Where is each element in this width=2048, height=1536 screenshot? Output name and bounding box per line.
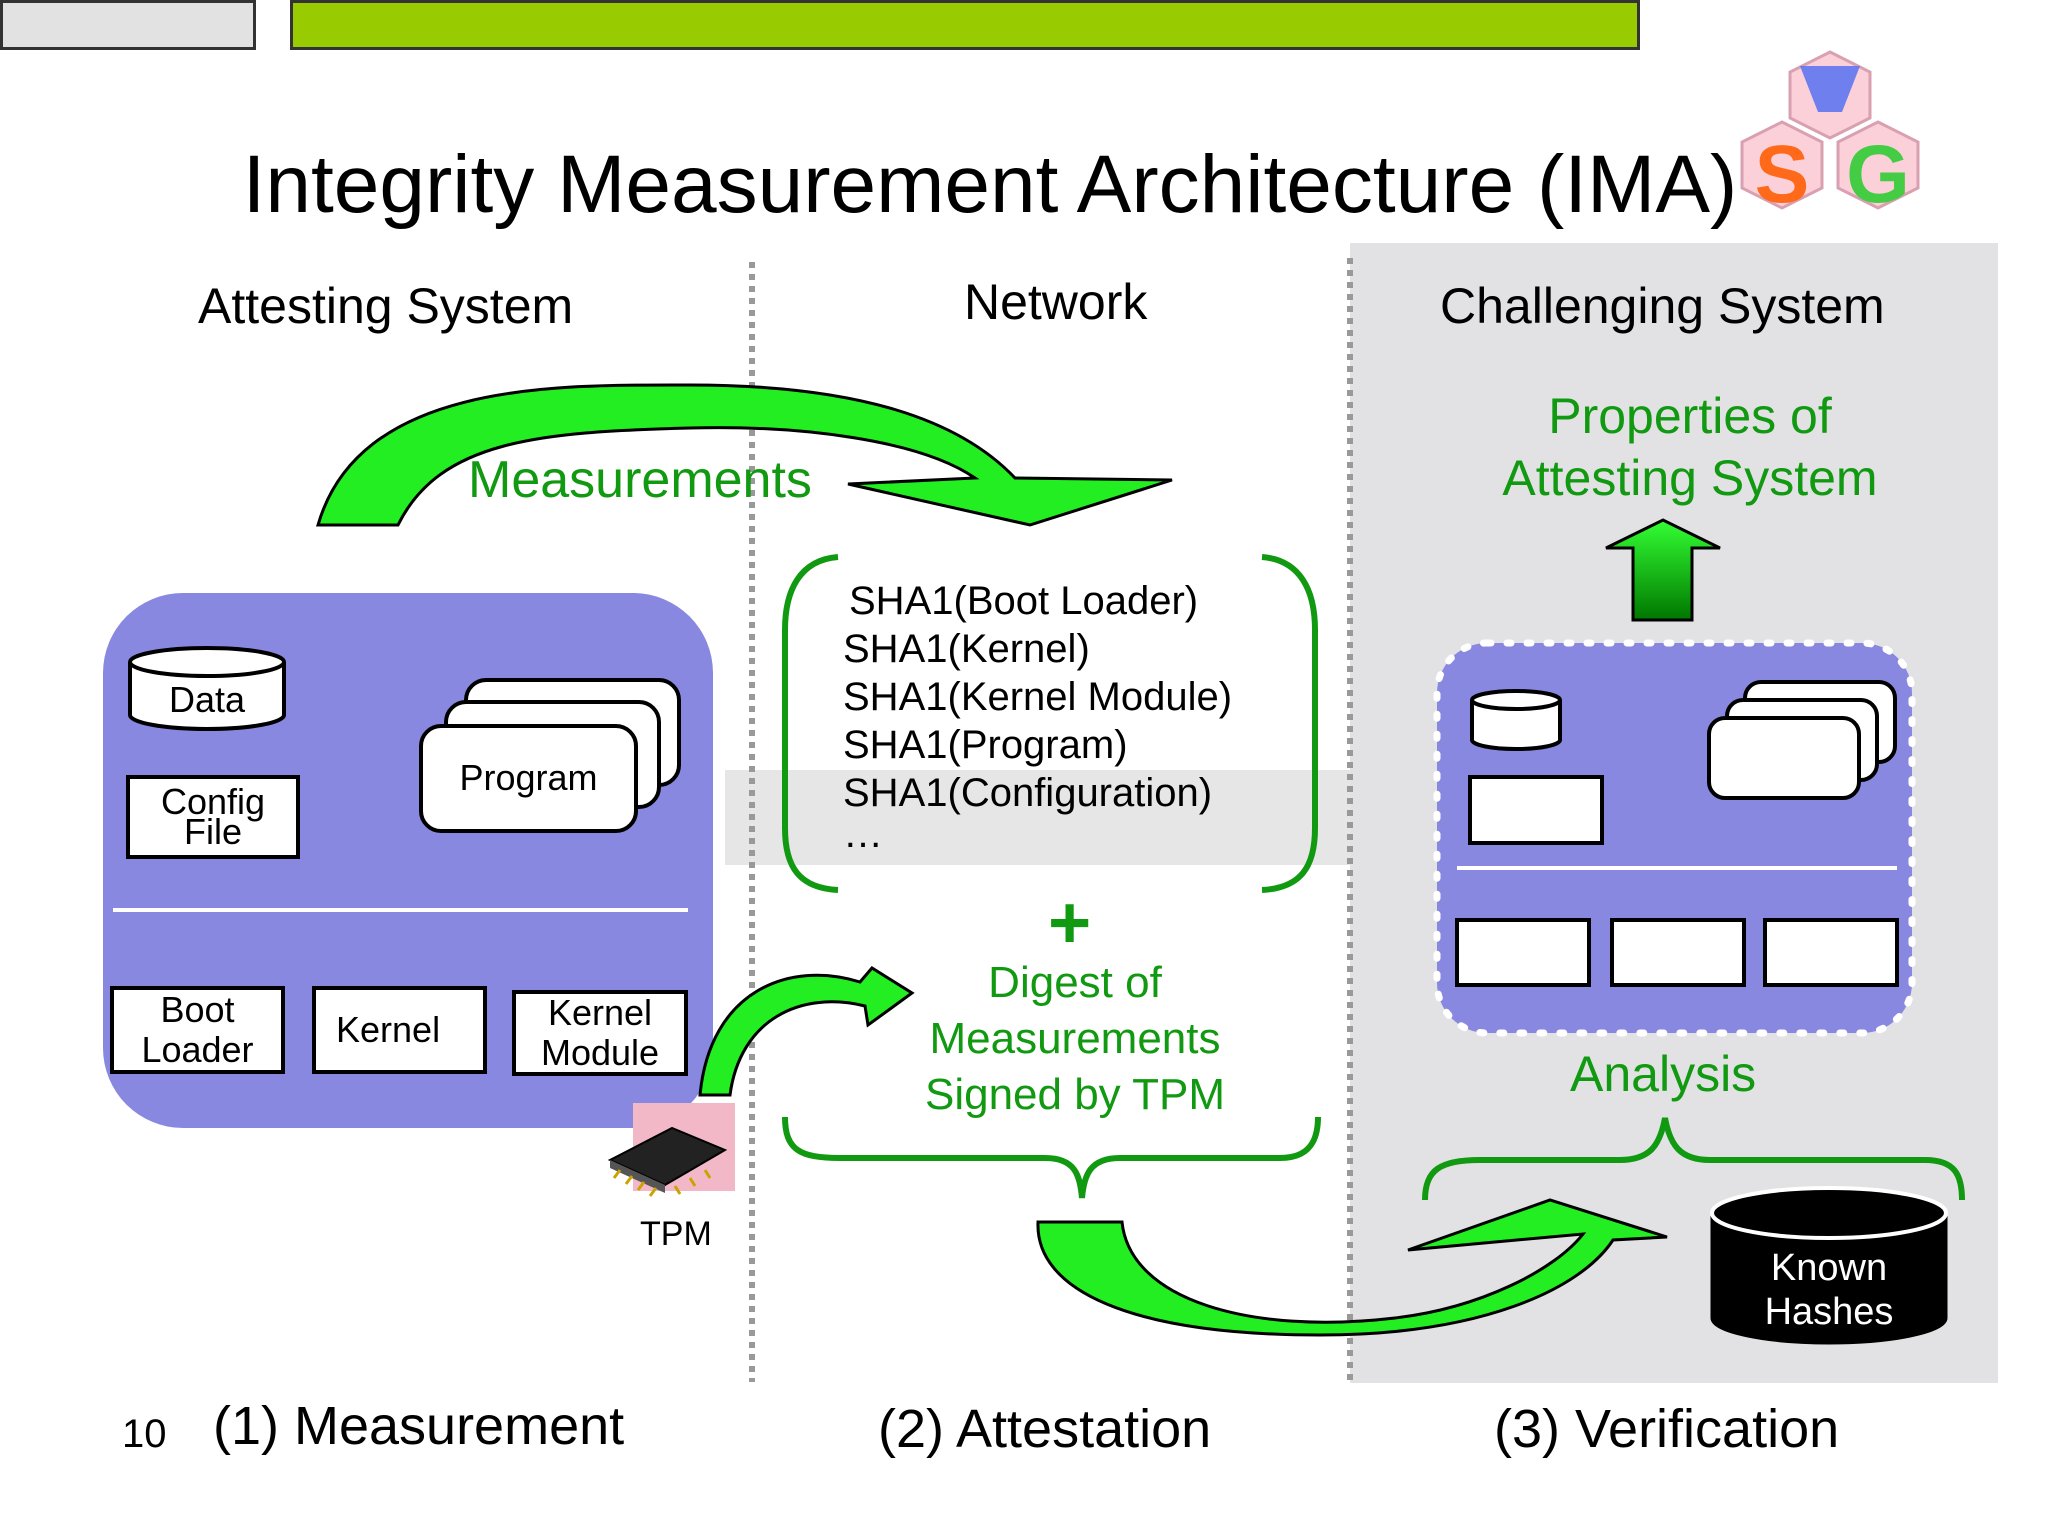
config-file-box: Config File (126, 775, 300, 859)
analysis-data-cylinder (1470, 689, 1562, 751)
heading-attesting-system: Attesting System (198, 278, 574, 334)
top-bar-green (290, 0, 1640, 50)
vsg-logo: S G (1740, 50, 1920, 220)
config-file-label: Config File (160, 781, 266, 852)
tpm-arrow (698, 966, 915, 1097)
boot-loader-box: Boot Loader (110, 986, 285, 1074)
phase-measurement: (1) Measurement (213, 1396, 625, 1456)
digest-brace (782, 1116, 1321, 1199)
known-hashes-label: Known Hashes (1764, 1247, 1894, 1333)
attestation-arrow (1036, 1198, 1668, 1337)
analysis-config-box (1468, 775, 1604, 845)
svg-text:S: S (1755, 129, 1810, 220)
analysis-module-box (1763, 918, 1899, 987)
analysis-brace (1422, 1117, 1965, 1201)
measurement-item: SHA1(Kernel) (843, 627, 1090, 671)
phase-verification: (3) Verification (1494, 1399, 1840, 1459)
highlight-band (725, 770, 1350, 865)
data-label: Data (168, 679, 246, 721)
page-title: Integrity Measurement Architecture (IMA) (242, 139, 1738, 230)
list-bracket-left (782, 554, 839, 893)
measurement-item: SHA1(Kernel Module) (843, 675, 1233, 719)
measurement-list: SHA1(Boot Loader) SHA1(Kernel) SHA1(Kern… (843, 577, 1233, 856)
measurement-item: … (843, 812, 883, 856)
analysis-kernel-box (1610, 918, 1746, 987)
digest-label: Digest of Measurements Signed by TPM (924, 958, 1225, 1119)
measurement-item: SHA1(Program) (843, 723, 1128, 767)
svg-text:G: G (1846, 129, 1910, 220)
tpm-label: TPM (640, 1215, 712, 1253)
kernel-module-label: Kernel Module (540, 992, 660, 1073)
top-bar-gray (0, 0, 256, 50)
list-bracket-right (1261, 554, 1318, 893)
analysis-program-stack (1707, 680, 1897, 800)
measurements-arrow (316, 383, 1173, 527)
analysis-boot-box (1455, 918, 1591, 987)
properties-label: Properties of Attesting System (1502, 388, 1878, 506)
page-number: 10 (122, 1412, 167, 1456)
heading-network: Network (964, 274, 1148, 330)
kernel-box: Kernel (312, 986, 487, 1074)
kernel-label: Kernel (336, 1009, 441, 1051)
data-cylinder (128, 646, 286, 731)
kernel-module-box: Kernel Module (512, 990, 688, 1076)
measurement-item: SHA1(Boot Loader) (849, 579, 1199, 623)
measurements-label: Measurements (468, 451, 812, 509)
tpm-chip-icon (607, 1103, 735, 1197)
known-hashes-cylinder (1710, 1186, 1948, 1345)
boot-loader-label: Boot Loader (141, 989, 254, 1070)
properties-up-arrow (1605, 518, 1721, 622)
program-stack (419, 678, 681, 833)
measurement-item: SHA1(Configuration) (843, 771, 1213, 815)
analysis-label: Analysis (1570, 1046, 1757, 1102)
phase-attestation: (2) Attestation (878, 1399, 1212, 1459)
heading-challenging-system: Challenging System (1440, 278, 1885, 334)
plus-sign: + (1048, 881, 1092, 964)
program-label: Program (459, 756, 598, 798)
